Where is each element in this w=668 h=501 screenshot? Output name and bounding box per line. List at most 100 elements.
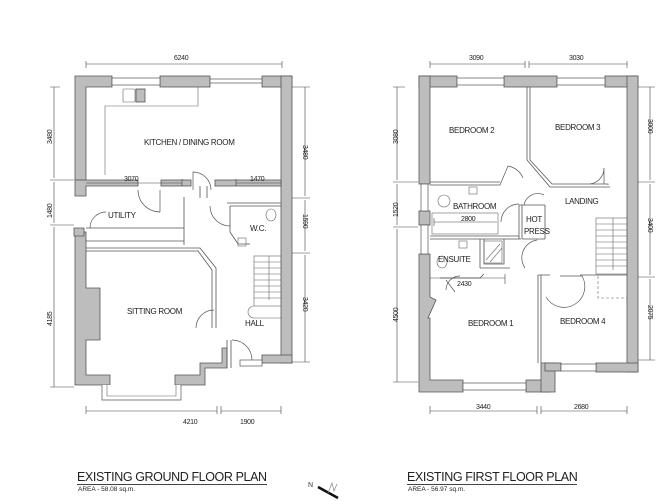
first-left-wall-mid: [418, 210, 431, 226]
room-label-hot-press-line2: PRESS: [524, 227, 550, 236]
first-floor-title: EXISTING FIRST FLOOR PLAN: [407, 470, 578, 485]
bedroom1-window: [462, 382, 527, 391]
bedroom3-door-swing: [589, 167, 605, 185]
first-right-wall: [626, 75, 639, 373]
ensuite-toilet-icon: [436, 255, 448, 269]
room-label-ensuite: ENSUITE: [438, 255, 471, 264]
dim-first-top-left: 3090: [469, 55, 484, 62]
front-door-frame: [239, 359, 263, 367]
bedroom4-door-swing: [545, 275, 586, 308]
room-label-kitchen: KITCHEN / DINING ROOM: [144, 138, 235, 147]
wc-basin-icon: [237, 237, 247, 247]
room-label-bedroom1: BEDROOM 1: [468, 319, 514, 328]
ensuite-basin-icon: [458, 240, 468, 249]
dim-ground-bottom-sitting: 4210: [183, 419, 198, 426]
kitchen-window: [111, 77, 161, 86]
hotpress-door-swing: [523, 193, 545, 206]
dim-first-right-bed3: 3000: [646, 119, 653, 134]
kitchen-worktop: [104, 87, 199, 175]
kitchen-patio-door: [209, 78, 263, 84]
bedroom4-window: [560, 363, 597, 372]
ground-dim-bottom: [85, 406, 282, 414]
kitchen-drainer: [135, 88, 146, 103]
hall-partition: [226, 340, 232, 368]
bath-walls: [430, 204, 546, 240]
bedroom3-window: [556, 77, 606, 86]
dim-first-left-bath: 1520: [393, 202, 400, 217]
ground-right-annex: [261, 354, 293, 364]
first-dim-inner: [430, 218, 506, 284]
room-label-landing: LANDING: [565, 197, 599, 206]
bedroom2-window: [456, 77, 505, 86]
bathroom-door-swing: [500, 203, 520, 223]
dim-ground-kitchen-inner-right: 1470: [250, 176, 265, 183]
ground-floor-title: EXISTING GROUND FLOOR PLAN: [77, 470, 267, 485]
dim-ground-top: 6240: [174, 55, 189, 62]
front-door-swing: [231, 339, 253, 361]
bedroom4-walls: [537, 274, 627, 363]
dim-ground-kitchen-inner-left: 3070: [124, 176, 139, 183]
room-label-hall: HALL: [245, 319, 265, 328]
toilet-icon: [265, 208, 277, 222]
sitting-bay-window: [101, 385, 182, 401]
first-floor-area: AREA - 56.97 sq.m.: [408, 486, 466, 493]
shower-lines: [485, 243, 503, 263]
first-top-wall-mid: [503, 75, 558, 88]
room-label-bedroom3: BEDROOM 3: [555, 123, 601, 132]
bathtub-icon: [431, 212, 499, 235]
bedroom4-bottom-left: [544, 362, 562, 372]
sitting-door-swing: [195, 309, 215, 329]
kitchen-bottom-wall-left: [74, 179, 139, 197]
first-left-wall-bottom: [418, 253, 464, 393]
first-stairs: [595, 217, 628, 275]
bay-window-inner: [106, 385, 177, 397]
utility-side-door: [89, 211, 107, 229]
ensuite-window: [420, 224, 429, 255]
dim-ground-right-hall: 3420: [301, 297, 308, 312]
ground-dim-right: [292, 86, 310, 363]
landing-dashed: [597, 276, 627, 299]
wc-door-swing: [209, 205, 231, 227]
dim-ground-left-kitchen: 3480: [47, 129, 54, 144]
dim-first-left-bed1: 4500: [393, 307, 400, 322]
room-label-utility: UTILITY: [108, 211, 137, 220]
bathroom-toilet-icon: [437, 194, 451, 208]
dim-first-right-landing: 3400: [646, 218, 653, 233]
dim-first-bath-inner: 2800: [461, 216, 476, 223]
ground-floor-area: AREA - 58.08 sq.m.: [78, 486, 136, 493]
dim-first-right-bed4: 2075: [646, 305, 653, 320]
first-dim-top: [429, 61, 628, 68]
ground-stairs: [247, 255, 282, 319]
ground-top-wall-left: [74, 75, 113, 181]
north-label: N: [308, 482, 314, 489]
dim-first-top-right: 3030: [569, 55, 584, 62]
landing-door-swing: [521, 239, 538, 269]
wc-walls: [199, 186, 281, 245]
room-label-bedroom4: BEDROOM 4: [560, 317, 606, 326]
bedroom2-bottom: [430, 181, 500, 186]
ground-dim-left: [50, 86, 74, 388]
room-label-sitting: SITTING ROOM: [127, 307, 183, 316]
ground-floor-plan: KITCHEN / DINING ROOM UTILITY W.C. SITTI…: [47, 55, 310, 426]
dim-first-bottom-left: 3440: [476, 404, 491, 411]
bathroom-window: [420, 183, 429, 212]
first-dim-left: [393, 86, 418, 383]
ground-top-wall-mid: [159, 75, 211, 88]
dim-first-ensuite-inner: 2430: [457, 281, 472, 288]
first-dim-bottom: [429, 406, 628, 414]
ensuite-shower: [483, 240, 503, 264]
north-arrow-icon: [317, 481, 339, 500]
dim-first-left-bed2: 3080: [393, 129, 400, 144]
dim-ground-right-kitchen: 3480: [301, 145, 308, 160]
utility-partition: [86, 197, 185, 245]
kitchen-sink: [122, 88, 136, 103]
dim-ground-right-wc: 1590: [301, 214, 308, 229]
room-label-bedroom2: BEDROOM 2: [449, 126, 495, 135]
sitting-left-wall: [74, 231, 111, 386]
room-label-hot-press-line1: HOT: [526, 215, 542, 224]
kitchen-door-swing: [192, 171, 212, 191]
utility-door-swing: [137, 189, 161, 213]
room-label-bathroom: BATHROOM: [453, 202, 497, 211]
utility-left-wall: [73, 227, 85, 237]
